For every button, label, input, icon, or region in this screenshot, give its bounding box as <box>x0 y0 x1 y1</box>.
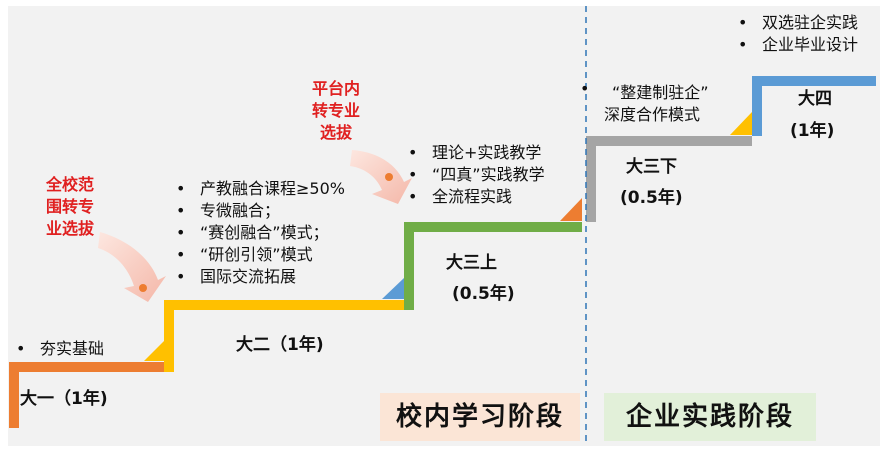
transfer-campus-line2: 围转专 <box>46 197 95 216</box>
stage-label-year2: 大二（1年) <box>236 335 324 355</box>
bullet-item: “四真”实践教学 <box>404 164 545 186</box>
bullet-item: 专微融合； <box>172 200 345 222</box>
step-year2 <box>164 300 404 372</box>
transfer-dot-platform <box>385 173 393 181</box>
bullet-item: “赛创融合”模式； <box>172 222 345 244</box>
stage-label-year3a-line1: 大三上 <box>446 253 497 273</box>
bullet-year3b-line1: “整建制驻企” <box>612 83 709 102</box>
transfer-arrow-campus <box>98 232 166 302</box>
bullet-item: 企业毕业设计 <box>734 34 858 56</box>
transfer-platform-line2: 转专业 <box>312 101 361 120</box>
corner-triangle-year2 <box>382 278 404 299</box>
bullets-year1: 夯实基础 <box>12 338 104 360</box>
transfer-platform-line3: 选拔 <box>320 123 353 142</box>
step-year1 <box>9 362 164 428</box>
bullet-item: 国际交流拓展 <box>172 266 345 288</box>
corner-triangle-year3a <box>560 198 582 221</box>
bullet-year3b-line2: 深度合作模式 <box>604 105 701 124</box>
transfer-campus-line1: 全校范 <box>46 175 95 194</box>
stage-label-year3b-line2: (0.5年) <box>620 188 683 208</box>
bullet-marker-year3b: • <box>580 79 590 98</box>
stage-label-year4-line1: 大四 <box>798 89 832 109</box>
bullet-item: 产教融合课程≥50% <box>172 178 345 200</box>
bullet-item: “研创引领”模式 <box>172 244 345 266</box>
step-year3b <box>586 136 752 222</box>
bullet-item: 理论+实践教学 <box>404 142 545 164</box>
transfer-platform-line1: 平台内 <box>312 79 361 98</box>
bullets-year3a: 理论+实践教学 “四真”实践教学 全流程实践 <box>404 142 545 208</box>
transfer-arrow-platform <box>350 150 412 204</box>
corner-triangle-year1 <box>144 341 164 361</box>
transfer-label-campus-wide: 全校范 围转专 业选拔 <box>46 174 94 240</box>
phase-box-school: 校内学习阶段 <box>380 393 580 441</box>
step-year4 <box>752 76 876 136</box>
stage-label-year3b-line1: 大三下 <box>626 157 677 177</box>
transfer-dot-campus <box>139 284 147 292</box>
bullets-year2: 产教融合课程≥50% 专微融合； “赛创融合”模式； “研创引领”模式 国际交流… <box>172 178 345 288</box>
bullet-item: 双选驻企实践 <box>734 12 858 34</box>
bullet-item: 全流程实践 <box>404 186 545 208</box>
phase-box-enterprise: 企业实践阶段 <box>604 393 816 441</box>
stage-label-year4-line2: (1年) <box>790 121 835 141</box>
corner-triangle-year3b <box>730 112 752 135</box>
bullet-item: 夯实基础 <box>12 338 104 360</box>
bullets-year4: 双选驻企实践 企业毕业设计 <box>734 12 858 56</box>
transfer-label-platform: 平台内 转专业 选拔 <box>312 78 360 144</box>
transfer-campus-line3: 业选拔 <box>46 219 95 238</box>
stage-label-year1: 大一（1年) <box>20 389 108 409</box>
step-year3a <box>404 222 582 310</box>
stage-label-year3a-line2: (0.5年) <box>452 284 515 304</box>
